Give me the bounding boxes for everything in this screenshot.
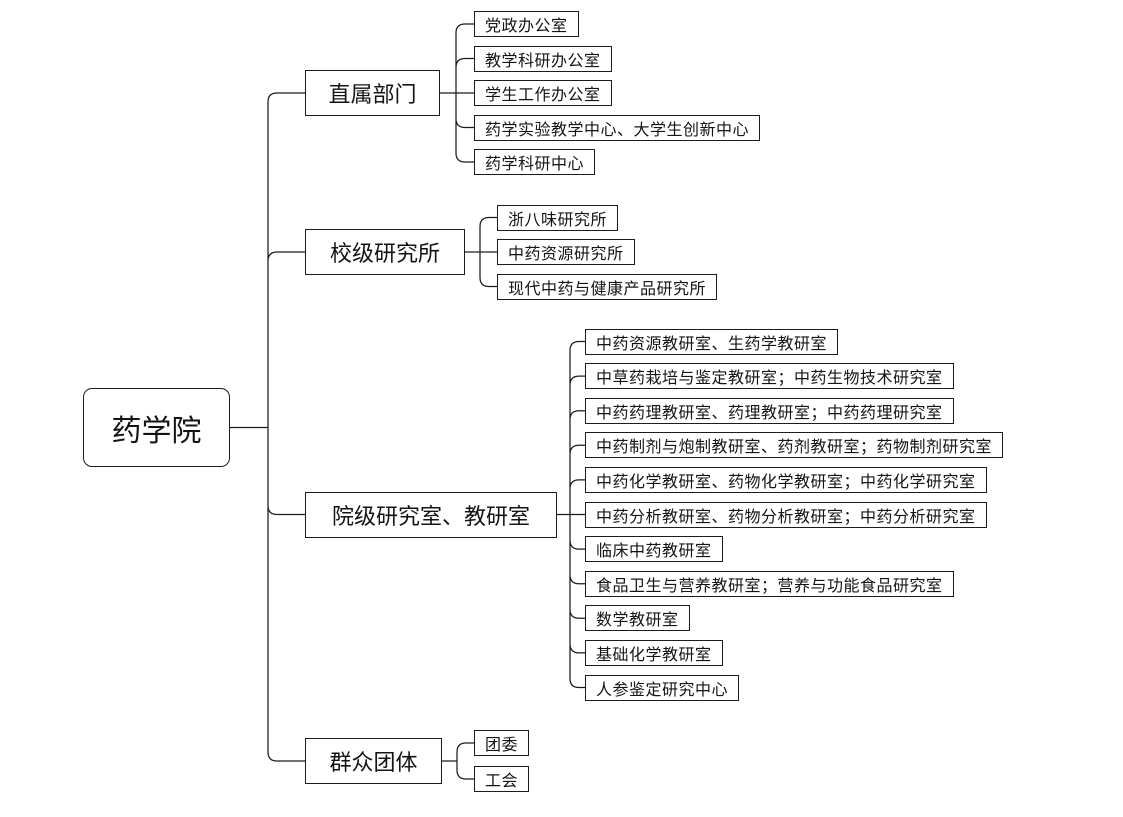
leaf-node: 工会 <box>474 766 530 792</box>
leaf-node: 中药分析教研室、药物分析教研室；中药分析研究室 <box>585 501 987 528</box>
leaf-node: 学生工作办公室 <box>474 80 612 106</box>
leaf-node: 中药资源教研室、生药学教研室 <box>585 328 839 355</box>
group-node: 院级研究室、教研室 <box>305 491 557 538</box>
leaf-node: 食品卫生与营养教研室；营养与功能食品研究室 <box>585 570 954 597</box>
leaf-node: 基础化学教研室 <box>585 639 723 666</box>
leaf-node: 数学教研室 <box>585 605 690 632</box>
leaf-node: 中药资源研究所 <box>497 239 635 265</box>
leaf-node: 教学科研办公室 <box>474 45 612 72</box>
group-node: 群众团体 <box>305 738 442 784</box>
leaf-node: 浙八味研究所 <box>497 204 619 231</box>
leaf-node: 临床中药教研室 <box>585 536 723 563</box>
leaf-node: 党政办公室 <box>474 11 579 37</box>
leaf-node: 中药化学教研室、药物化学教研室；中药化学研究室 <box>585 466 987 493</box>
leaf-node: 药学实验教学中心、大学生创新中心 <box>474 114 761 141</box>
leaf-node: 团委 <box>474 730 530 756</box>
leaf-node: 中药制剂与炮制教研室、药剂教研室；药物制剂研究室 <box>585 432 1004 459</box>
leaf-node: 中药药理教研室、药理教研室；中药药理研究室 <box>585 397 954 424</box>
leaf-node: 人参鉴定研究中心 <box>585 674 740 701</box>
leaf-node: 现代中药与健康产品研究所 <box>497 273 718 300</box>
leaf-node: 药学科研中心 <box>474 149 596 175</box>
group-node: 校级研究所 <box>305 229 465 275</box>
root-node: 药学院 <box>83 388 230 467</box>
group-node: 直属部门 <box>305 70 440 116</box>
leaf-node: 中草药栽培与鉴定教研室；中药生物技术研究室 <box>585 363 954 390</box>
